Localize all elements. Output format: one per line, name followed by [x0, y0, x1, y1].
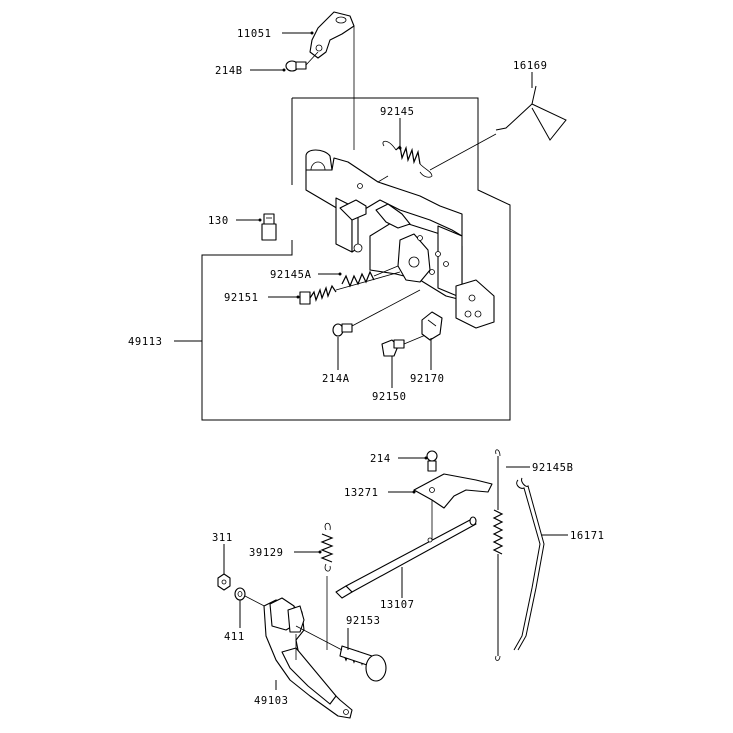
- label-92145B: 92145B: [532, 462, 574, 474]
- label-311: 311: [212, 532, 233, 544]
- screw-214: [426, 450, 438, 472]
- rod-16171: [513, 477, 545, 651]
- label-411: 411: [224, 631, 245, 643]
- bolt-92150: [381, 333, 429, 357]
- label-214B: 214B: [215, 65, 243, 77]
- nut-311: [217, 573, 231, 591]
- bolt-130: [261, 213, 277, 241]
- screw-214A: [332, 289, 421, 337]
- plate-13271: [413, 473, 493, 540]
- part-labels: 11051 214B 16169 92145 130 92145A 92151 …: [128, 28, 605, 707]
- label-92145: 92145: [380, 106, 415, 118]
- label-16171: 16171: [570, 530, 605, 542]
- bolt-92151: [299, 271, 401, 305]
- label-16169: 16169: [513, 60, 548, 72]
- label-13107: 13107: [380, 599, 415, 611]
- wire-16169: [429, 85, 567, 171]
- label-214: 214: [370, 453, 391, 465]
- control-plate-assembly: [305, 149, 495, 329]
- bracket-11051: [309, 11, 355, 150]
- label-130: 130: [208, 215, 229, 227]
- label-11051: 11051: [237, 28, 272, 40]
- label-214A: 214A: [322, 373, 350, 385]
- label-49103: 49103: [254, 695, 289, 707]
- spring-39129: [320, 522, 334, 650]
- shaft-13107: [335, 516, 477, 599]
- pin-92153: [295, 625, 387, 682]
- label-92145A: 92145A: [270, 269, 312, 281]
- washer-411: [234, 587, 273, 611]
- label-92153: 92153: [346, 615, 381, 627]
- spring-92145B: [492, 449, 504, 661]
- clip-92170: [421, 311, 443, 341]
- label-13271: 13271: [344, 487, 379, 499]
- leader-lines: [174, 31, 568, 690]
- assembly-outline-49113: [201, 97, 511, 421]
- label-92151: 92151: [224, 292, 259, 304]
- spring-92145: [382, 140, 433, 178]
- pedal-49103: [263, 597, 353, 719]
- label-49113: 49113: [128, 336, 163, 348]
- label-92150: 92150: [372, 391, 407, 403]
- label-39129: 39129: [249, 547, 284, 559]
- screw-214B: [285, 51, 319, 72]
- label-92170: 92170: [410, 373, 445, 385]
